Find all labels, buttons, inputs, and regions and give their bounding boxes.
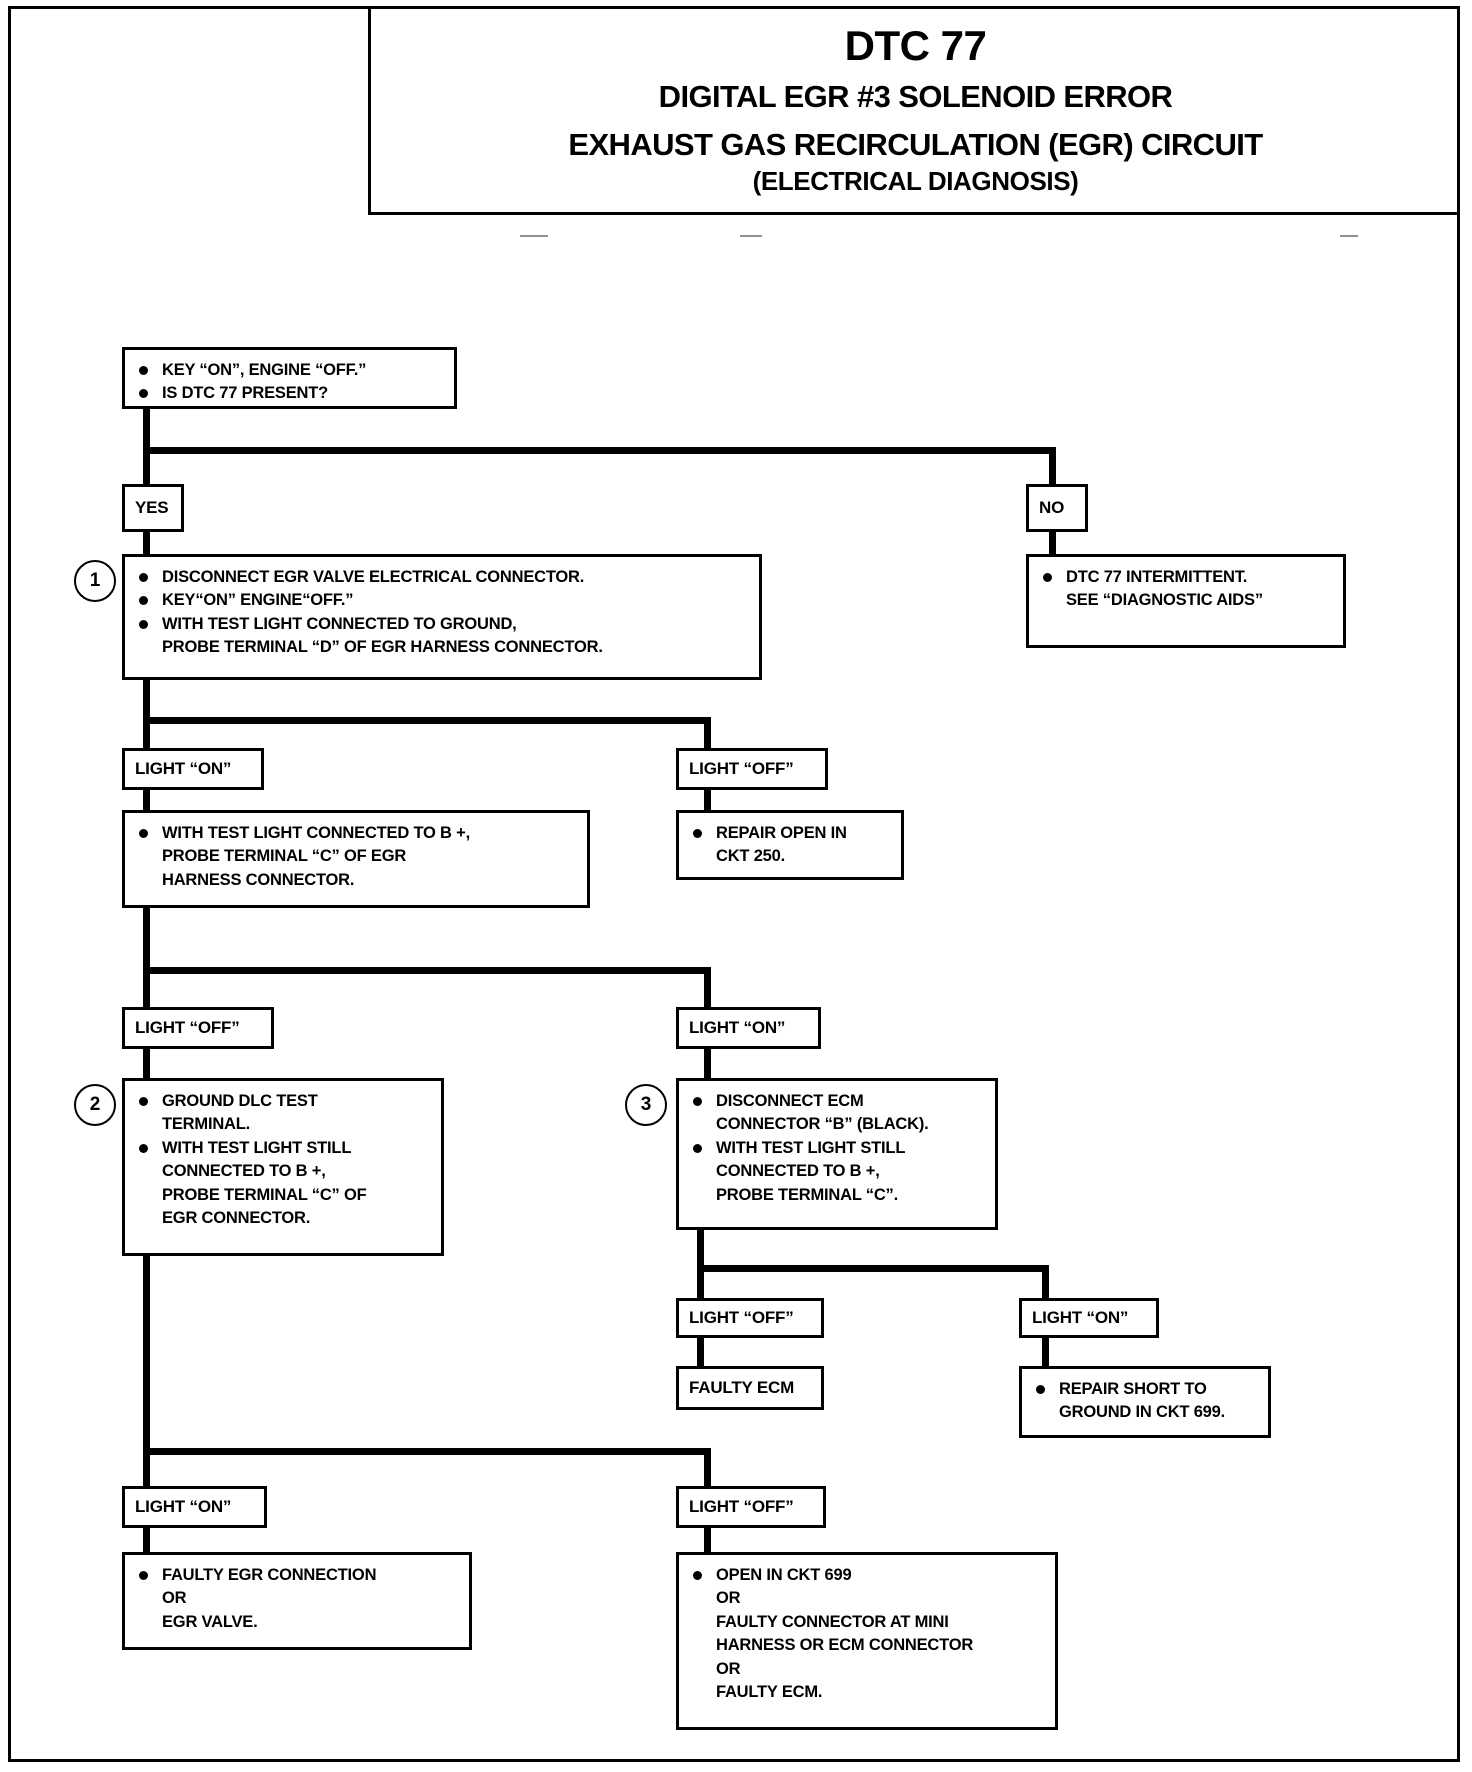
- open-ckt699-box: OPEN IN CKT 699 OR FAULTY CONNECTOR AT M…: [676, 1552, 1058, 1730]
- bullet-icon: [139, 573, 148, 582]
- step-3-box: DISCONNECT ECM CONNECTOR “B” (BLACK). WI…: [676, 1078, 998, 1230]
- bullet-icon: [1043, 573, 1052, 582]
- bullet-icon: [139, 1143, 148, 1153]
- bullet-icon: [139, 1571, 148, 1580]
- connector: [697, 1336, 704, 1368]
- step-number-2: 2: [74, 1084, 116, 1126]
- title-subtitle-line3: (ELECTRICAL DIAGNOSIS): [752, 165, 1079, 196]
- connector: [697, 1230, 704, 1275]
- connector: [1042, 1336, 1049, 1368]
- scan-artifact: [520, 235, 548, 237]
- probe-terminal-c-box: WITH TEST LIGHT CONNECTED TO B +, PROBE …: [122, 810, 590, 908]
- branch-label-light-off-1: LIGHT “OFF”: [676, 748, 828, 790]
- connector: [704, 1448, 711, 1488]
- branch-label-no: NO: [1026, 484, 1088, 532]
- connector: [143, 967, 150, 1008]
- branch-label-light-off-2: LIGHT “OFF”: [122, 1007, 274, 1049]
- connector: [143, 409, 150, 454]
- branch-label-light-on-4: LIGHT “ON”: [122, 1486, 267, 1528]
- bullet-icon: [693, 829, 702, 838]
- connector: [143, 967, 711, 974]
- bullet-icon: [139, 389, 148, 399]
- repair-short-ckt699-box: REPAIR SHORT TO GROUND IN CKT 699.: [1019, 1366, 1271, 1438]
- connector: [1049, 447, 1056, 485]
- connector: [143, 1448, 711, 1455]
- bullet-icon: [139, 1097, 148, 1106]
- scan-artifact: [1340, 235, 1358, 237]
- bullet-icon: [693, 1097, 702, 1106]
- connector: [143, 787, 150, 813]
- no-result-box: DTC 77 INTERMITTENT. SEE “DIAGNOSTIC AID…: [1026, 554, 1346, 648]
- step-2-box: GROUND DLC TEST TERMINAL. WITH TEST LIGH…: [122, 1078, 444, 1256]
- connector: [1049, 529, 1056, 557]
- repair-open-ckt250-box: REPAIR OPEN IN CKT 250.: [676, 810, 904, 880]
- step-number-1: 1: [74, 560, 116, 602]
- connector: [143, 717, 711, 724]
- connector: [697, 1265, 704, 1300]
- step-number-3: 3: [625, 1084, 667, 1126]
- connector: [697, 1265, 1049, 1272]
- connector: [704, 717, 711, 749]
- bullet-icon: [693, 1143, 702, 1153]
- step-1-box: DISCONNECT EGR VALVE ELECTRICAL CONNECTO…: [122, 554, 762, 680]
- scan-artifact: [740, 235, 762, 237]
- connector: [143, 1525, 150, 1555]
- page-border: [8, 6, 1460, 1762]
- branch-label-light-off-4: LIGHT “OFF”: [676, 1486, 826, 1528]
- bullet-icon: [139, 619, 148, 629]
- connector: [143, 447, 1056, 454]
- bullet-icon: [139, 366, 148, 375]
- start-question-box: KEY “ON”, ENGINE “OFF.” IS DTC 77 PRESEN…: [122, 347, 457, 409]
- connector: [704, 1525, 711, 1555]
- connector: [143, 1448, 150, 1488]
- connector: [1042, 1265, 1049, 1300]
- bullet-icon: [693, 1571, 702, 1580]
- faulty-egr-connection-box: FAULTY EGR CONNECTION OR EGR VALVE.: [122, 1552, 472, 1650]
- branch-label-light-off-3: LIGHT “OFF”: [676, 1298, 824, 1338]
- branch-label-light-on-1: LIGHT “ON”: [122, 748, 264, 790]
- branch-label-light-on-2: LIGHT “ON”: [676, 1007, 821, 1049]
- bullet-icon: [139, 829, 148, 838]
- page-title: DTC 77: [844, 22, 987, 69]
- connector: [704, 787, 711, 813]
- connector: [143, 680, 150, 730]
- connector: [143, 717, 150, 749]
- connector: [704, 967, 711, 1008]
- bullet-icon: [1036, 1385, 1045, 1394]
- branch-label-yes: YES: [122, 484, 184, 532]
- connector: [704, 1046, 711, 1078]
- connector: [143, 1046, 150, 1078]
- title-subtitle-line2: EXHAUST GAS RECIRCULATION (EGR) CIRCUIT: [568, 126, 1263, 162]
- connector: [143, 1256, 150, 1456]
- bullet-icon: [139, 596, 148, 606]
- connector: [143, 447, 150, 485]
- branch-label-light-on-3: LIGHT “ON”: [1019, 1298, 1159, 1338]
- faulty-ecm-box: FAULTY ECM: [676, 1366, 824, 1410]
- title-block: DTC 77 DIGITAL EGR #3 SOLENOID ERROR EXH…: [368, 8, 1460, 215]
- title-subtitle-line1: DIGITAL EGR #3 SOLENOID ERROR: [658, 79, 1173, 115]
- connector: [143, 529, 150, 557]
- connector: [143, 908, 150, 974]
